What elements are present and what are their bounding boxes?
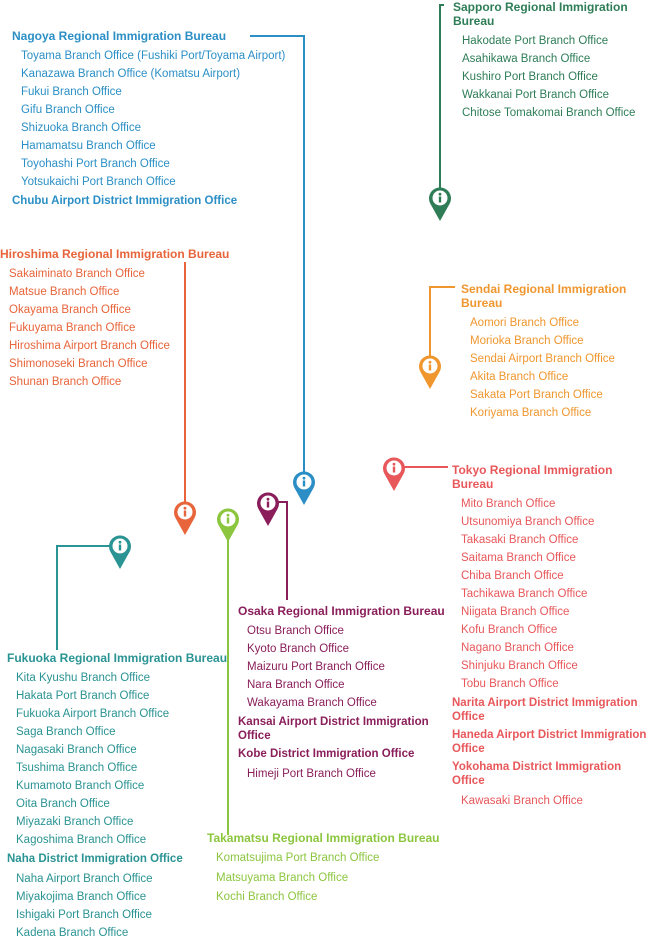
branch-office: Kofu Branch Office <box>461 624 558 636</box>
district-office: Kobe District Immigration Office <box>238 748 415 760</box>
takamatsu-bureau-title: Takamatsu Regional Immigration Bureau <box>207 831 440 845</box>
branch-office: Fukui Branch Office <box>21 86 122 98</box>
fukuoka-connector <box>56 545 115 650</box>
hiroshima-bureau-group: Hiroshima Regional Immigration Bureau Sa… <box>0 247 229 391</box>
branch-office: Gifu Branch Office <box>21 104 115 116</box>
sendai-connector <box>429 286 455 360</box>
branch-office: Saitama Branch Office <box>461 552 576 564</box>
branch-office: Kagoshima Branch Office <box>16 834 147 846</box>
takamatsu-pin-info-icon[interactable] <box>216 507 240 543</box>
tokyo-bureau-group: Tokyo Regional Immigration Bureau Mito B… <box>452 463 653 810</box>
branch-office: Ishigaki Port Branch Office <box>16 909 152 921</box>
branch-office: Hamamatsu Branch Office <box>21 140 156 152</box>
branch-office: Kita Kyushu Branch Office <box>16 672 151 684</box>
district-office: Haneda Airport District Immigration Offi… <box>452 729 647 755</box>
branch-office: Hakata Port Branch Office <box>16 690 150 702</box>
branch-office: Saga Branch Office <box>16 726 116 738</box>
branch-office: Kadena Branch Office <box>16 927 129 939</box>
sapporo-bureau-title: Sapporo Regional Immigration Bureau <box>453 0 628 28</box>
takamatsu-bureau-group: Takamatsu Regional Immigration Bureau Ko… <box>207 831 440 908</box>
sapporo-bureau-group: Sapporo Regional Immigration Bureau Hako… <box>453 0 653 122</box>
branch-office: Aomori Branch Office <box>470 317 580 329</box>
branch-office: Himeji Port Branch Office <box>247 768 376 780</box>
branch-office: Kawasaki Branch Office <box>461 795 583 807</box>
district-office: Yokohama District Immigration Office <box>452 761 622 787</box>
osaka-connector <box>278 501 288 600</box>
branch-office: Mito Branch Office <box>461 498 556 510</box>
osaka-bureau-title: Osaka Regional Immigration Bureau <box>238 604 445 618</box>
branch-office: Kochi Branch Office <box>216 891 318 903</box>
branch-office: Maizuru Port Branch Office <box>247 661 385 673</box>
branch-office: Hiroshima Airport Branch Office <box>9 340 170 352</box>
branch-office: Chiba Branch Office <box>461 570 564 582</box>
branch-office: Otsu Branch Office <box>247 625 344 637</box>
sapporo-connector <box>439 4 444 190</box>
branch-office: Kumamoto Branch Office <box>16 780 145 792</box>
branch-office: Sakaiminato Branch Office <box>9 268 145 280</box>
branch-office: Kyoto Branch Office <box>247 643 350 655</box>
branch-office: Nagasaki Branch Office <box>16 744 137 756</box>
branch-office: Shunan Branch Office <box>9 376 122 388</box>
sapporo-pin-info-icon[interactable] <box>428 186 452 222</box>
branch-office: Komatsujima Port Branch Office <box>216 852 380 864</box>
branch-office: Shizuoka Branch Office <box>21 122 141 134</box>
tokyo-bureau-title: Tokyo Regional Immigration Bureau <box>452 463 613 491</box>
branch-office: Shinjuku Branch Office <box>461 660 578 672</box>
osaka-pin-info-icon[interactable] <box>256 491 280 527</box>
sendai-bureau-title: Sendai Regional Immigration Bureau <box>461 282 627 310</box>
fukuoka-bureau-group: Fukuoka Regional Immigration Bureau Kita… <box>7 651 227 942</box>
branch-office: Naha Airport Branch Office <box>16 873 153 885</box>
branch-office: Asahikawa Branch Office <box>462 53 591 65</box>
branch-office: Akita Branch Office <box>470 371 569 383</box>
fukuoka-pin-info-icon[interactable] <box>108 534 132 570</box>
tokyo-pin-info-icon[interactable] <box>382 456 406 492</box>
branch-office: Tachikawa Branch Office <box>461 588 588 600</box>
branch-office: Miyakojima Branch Office <box>16 891 147 903</box>
district-office: Chubu Airport District Immigration Offic… <box>12 195 238 207</box>
branch-office: Kushiro Port Branch Office <box>462 71 598 83</box>
branch-office: Matsue Branch Office <box>9 286 120 298</box>
branch-office: Takasaki Branch Office <box>461 534 579 546</box>
branch-office: Tsushima Branch Office <box>16 762 138 774</box>
branch-office: Morioka Branch Office <box>470 335 584 347</box>
branch-office: Nagano Branch Office <box>461 642 574 654</box>
branch-office: Koriyama Branch Office <box>470 407 592 419</box>
branch-office: Hakodate Port Branch Office <box>462 35 609 47</box>
branch-office: Shimonoseki Branch Office <box>9 358 148 370</box>
nagoya-connector <box>250 35 305 475</box>
district-office: Narita Airport District Immigration Offi… <box>452 697 638 723</box>
branch-office: Fukuoka Airport Branch Office <box>16 708 170 720</box>
branch-office: Tobu Branch Office <box>461 678 559 690</box>
branch-office: Fukuyama Branch Office <box>9 322 136 334</box>
branch-office: Toyama Branch Office (Fushiki Port/Toyam… <box>21 50 286 62</box>
hiroshima-pin-info-icon[interactable] <box>173 500 197 536</box>
branch-office: Chitose Tomakomai Branch Office <box>462 107 636 119</box>
branch-office: Okayama Branch Office <box>9 304 131 316</box>
fukuoka-bureau-title: Fukuoka Regional Immigration Bureau <box>7 651 228 665</box>
branch-office: Miyazaki Branch Office <box>16 816 134 828</box>
nagoya-bureau-group: Nagoya Regional Immigration Bureau Toyam… <box>12 29 285 212</box>
sendai-bureau-group: Sendai Regional Immigration Bureau Aomor… <box>461 282 651 422</box>
branch-office: Nara Branch Office <box>247 679 345 691</box>
district-office: Kansai Airport District Immigration Offi… <box>238 716 429 742</box>
branch-office: Yotsukaichi Port Branch Office <box>21 176 176 188</box>
branch-office: Sakata Port Branch Office <box>470 389 603 401</box>
branch-office: Kanazawa Branch Office (Komatsu Airport) <box>21 68 241 80</box>
nagoya-pin-info-icon[interactable] <box>292 470 316 506</box>
district-office: Naha District Immigration Office <box>7 853 183 865</box>
branch-office: Utsunomiya Branch Office <box>461 516 595 528</box>
branch-office: Wakayama Branch Office <box>247 697 377 709</box>
branch-office: Niigata Branch Office <box>461 606 570 618</box>
osaka-bureau-group: Osaka Regional Immigration Bureau Otsu B… <box>238 604 448 783</box>
branch-office: Matsuyama Branch Office <box>216 871 349 884</box>
sendai-pin-info-icon[interactable] <box>418 354 442 390</box>
branch-office: Wakkanai Port Branch Office <box>462 89 610 101</box>
branch-office: Toyohashi Port Branch Office <box>21 158 170 170</box>
branch-office: Sendai Airport Branch Office <box>470 353 615 365</box>
nagoya-bureau-title: Nagoya Regional Immigration Bureau <box>12 29 227 43</box>
hiroshima-bureau-title: Hiroshima Regional Immigration Bureau <box>0 247 230 261</box>
branch-office: Oita Branch Office <box>16 798 110 810</box>
